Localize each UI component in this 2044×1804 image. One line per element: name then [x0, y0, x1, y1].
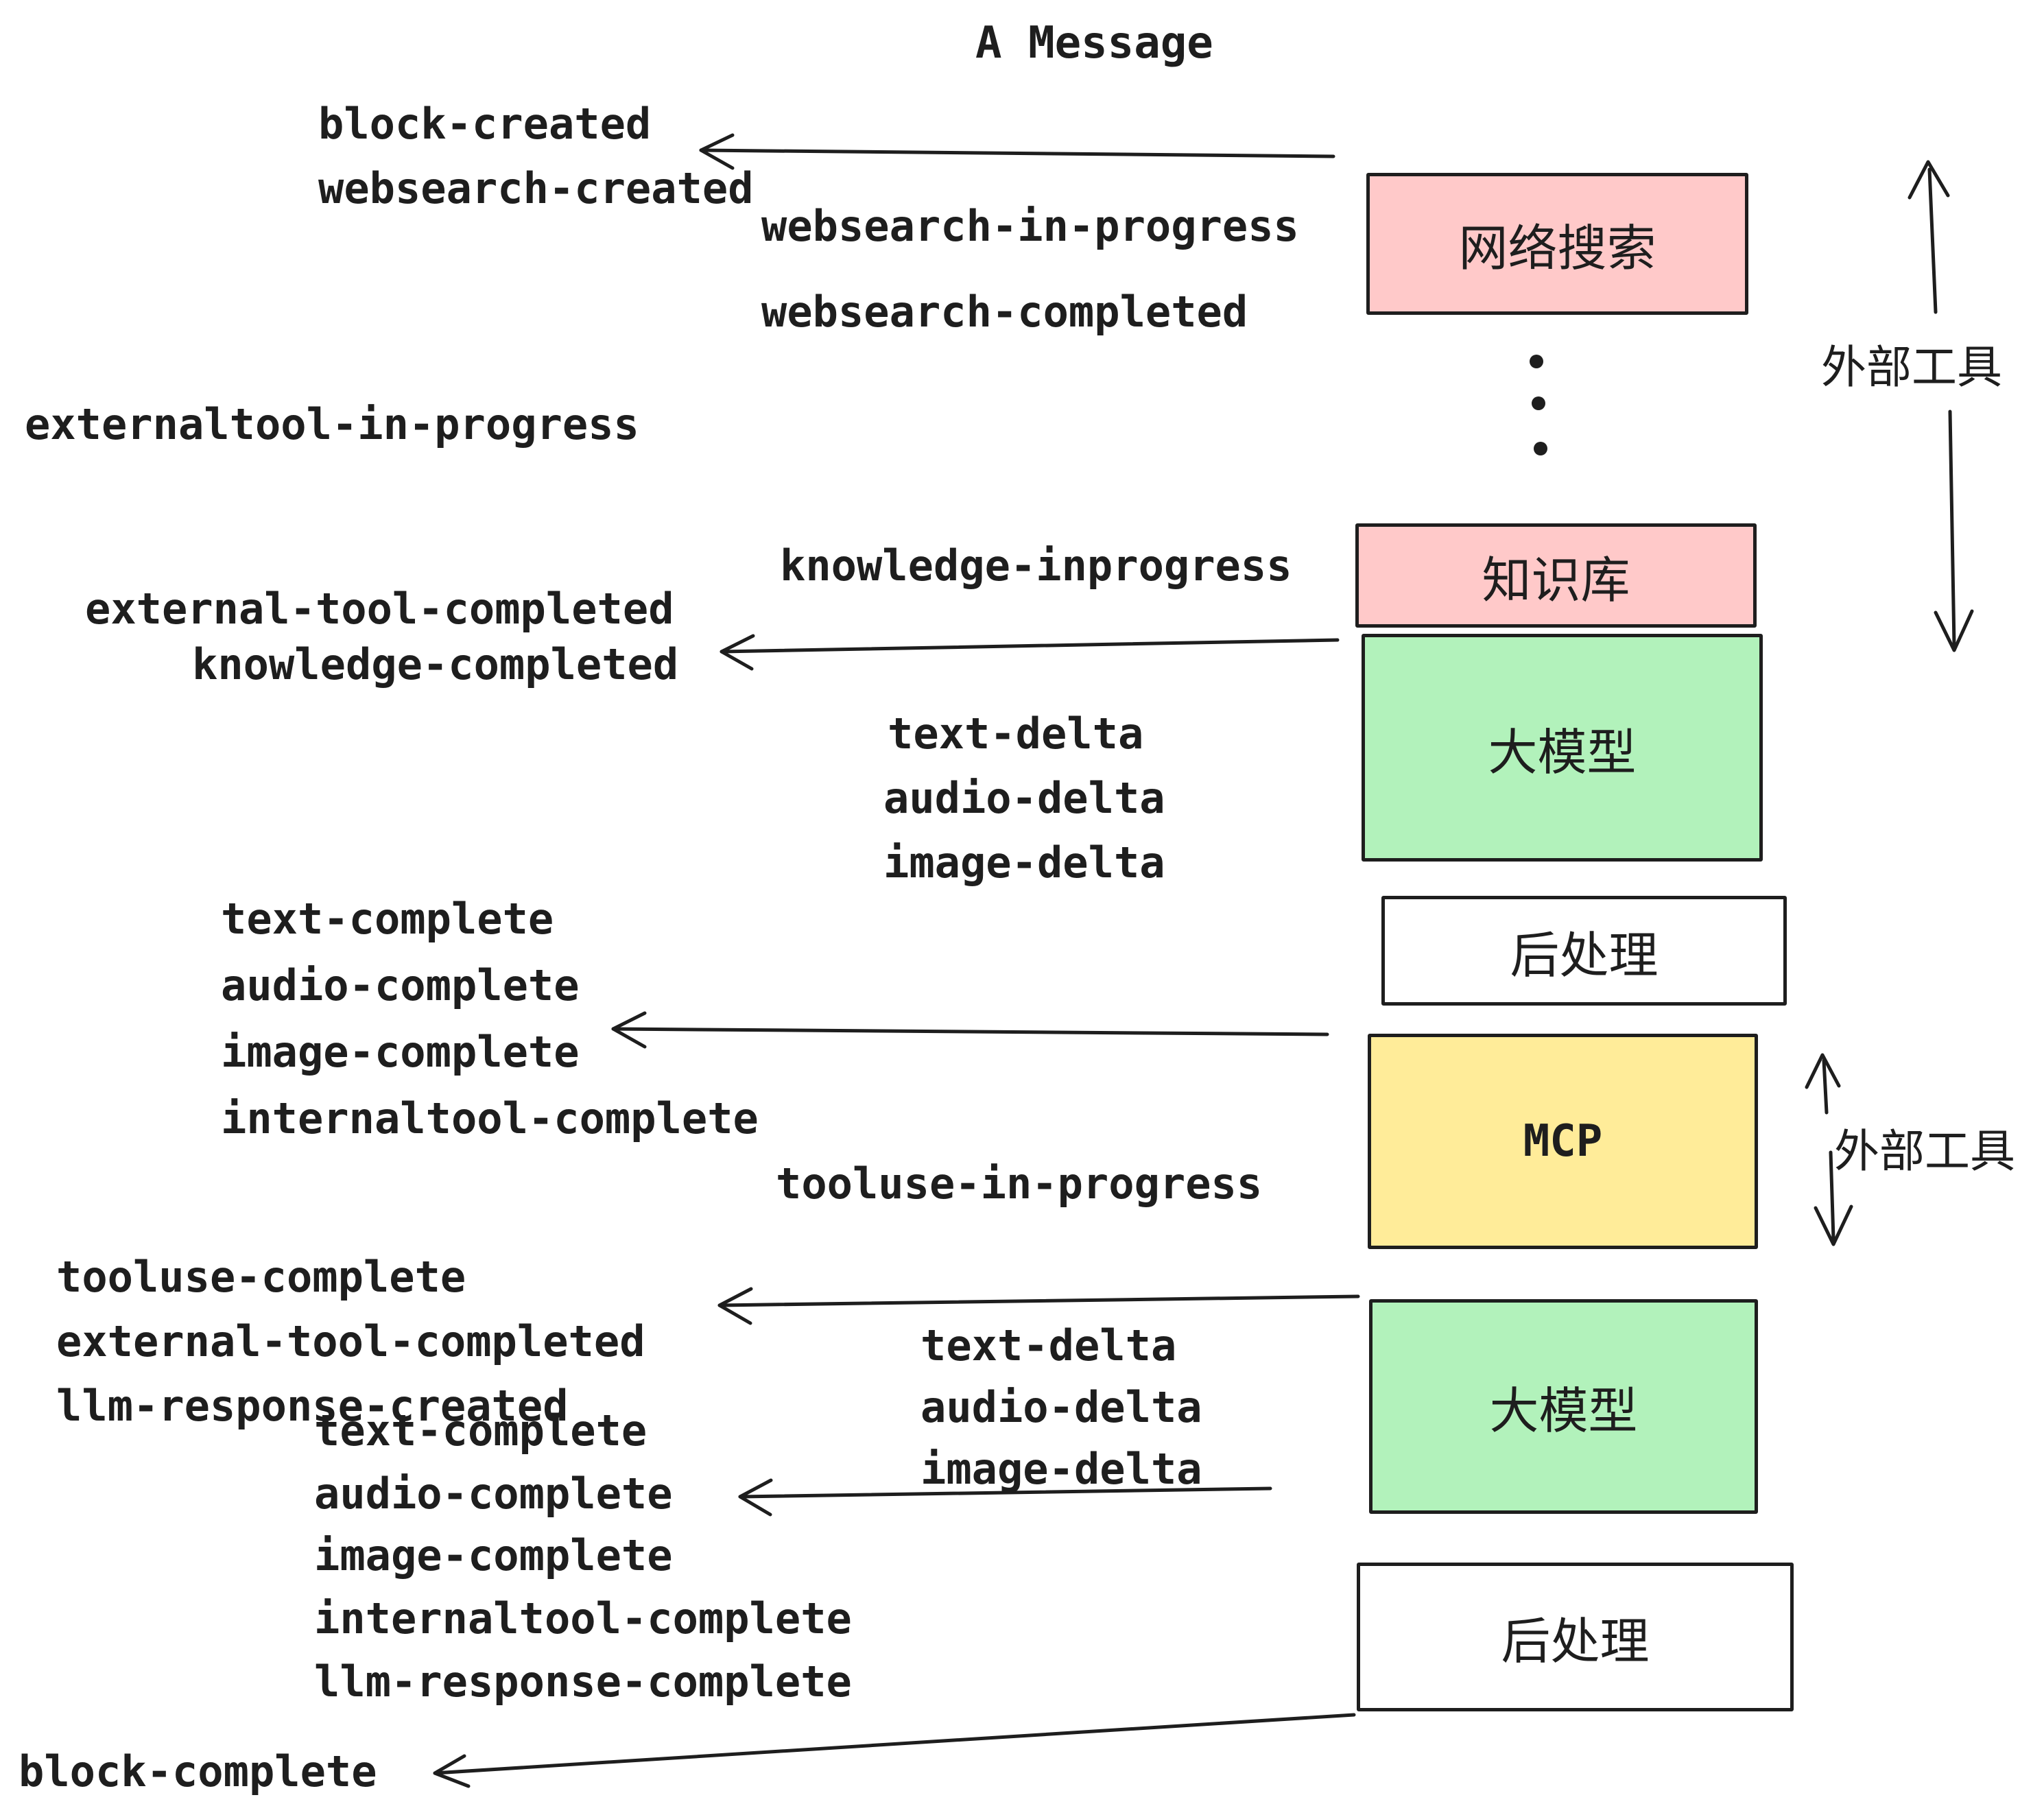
box-llm-2: 大模型 [1369, 1299, 1758, 1514]
event-websearch-in-progress: websearch-in-progress [761, 201, 1299, 251]
event-audio-delta-1: audio-delta [883, 773, 1165, 823]
event-audio-delta-2: audio-delta [920, 1382, 1202, 1432]
arrow-final-complete-group [738, 1478, 1272, 1517]
box-websearch-label: 网络搜索 [1458, 222, 1656, 276]
box-mcp-label: MCP [1523, 1116, 1603, 1167]
arrow-block-complete [433, 1713, 1356, 1788]
event-text-complete-1: text-complete [221, 894, 554, 944]
box-postprocess-1: 后处理 [1381, 896, 1787, 1006]
box-websearch: 网络搜索 [1366, 173, 1748, 315]
event-llm-response-created: llm-response-created [56, 1381, 569, 1431]
external-tools-label-bottom: 外部工具 [1834, 1126, 2015, 1176]
event-external-tool-completed-2: external-tool-completed [56, 1316, 645, 1366]
box-llm-1-label: 大模型 [1488, 725, 1637, 781]
arrow-tooluse-complete-group [717, 1287, 1360, 1325]
external-tools-span-arrow-top [1908, 160, 1974, 652]
box-mcp: MCP [1368, 1034, 1758, 1249]
diagram-title: A Message [975, 18, 1213, 69]
external-tools-span-arrow-bottom [1805, 1053, 1853, 1246]
event-tooluse-in-progress: tooluse-in-progress [776, 1159, 1263, 1209]
event-image-complete-1: image-complete [221, 1027, 580, 1077]
arrow-block-created [699, 133, 1335, 170]
event-block-created: block-created [318, 99, 652, 149]
external-tools-label-top: 外部工具 [1821, 342, 2002, 392]
ellipsis-dots-icon [1530, 355, 1547, 455]
box-knowledge-label: 知识库 [1482, 553, 1630, 608]
event-block-complete: block-complete [19, 1746, 377, 1796]
arrow-internal-complete-group [611, 1011, 1329, 1049]
event-text-complete-2: text-complete [314, 1405, 647, 1456]
event-audio-complete-1: audio-complete [221, 960, 580, 1010]
event-external-tool-completed-1: external-tool-completed [85, 584, 674, 634]
box-postprocess-2-label: 后处理 [1501, 1615, 1650, 1670]
event-image-delta-1: image-delta [883, 838, 1165, 888]
event-tooluse-complete: tooluse-complete [56, 1252, 466, 1302]
event-internaltool-complete-1: internaltool-complete [221, 1093, 759, 1143]
box-postprocess-1-label: 后处理 [1510, 928, 1659, 984]
box-llm-1: 大模型 [1362, 634, 1763, 862]
event-websearch-created: websearch-created [318, 163, 754, 213]
event-text-delta-2: text-delta [920, 1320, 1177, 1370]
event-text-delta-1: text-delta [888, 709, 1144, 759]
event-image-delta-2: image-delta [920, 1444, 1202, 1494]
event-image-complete-2: image-complete [314, 1530, 673, 1580]
event-llm-response-complete: llm-response-complete [314, 1657, 852, 1707]
box-llm-2-label: 大模型 [1489, 1384, 1638, 1439]
event-websearch-completed: websearch-completed [761, 287, 1248, 337]
arrow-knowledge-completed [720, 634, 1340, 671]
event-audio-complete-2: audio-complete [314, 1469, 673, 1519]
event-knowledge-completed: knowledge-completed [192, 639, 679, 689]
box-postprocess-2: 后处理 [1357, 1563, 1794, 1711]
event-internaltool-complete-2: internaltool-complete [314, 1593, 852, 1643]
event-knowledge-inprogress: knowledge-inprogress [780, 541, 1292, 591]
event-externaltool-in-progress: externaltool-in-progress [25, 399, 639, 449]
box-knowledge: 知识库 [1355, 523, 1757, 628]
